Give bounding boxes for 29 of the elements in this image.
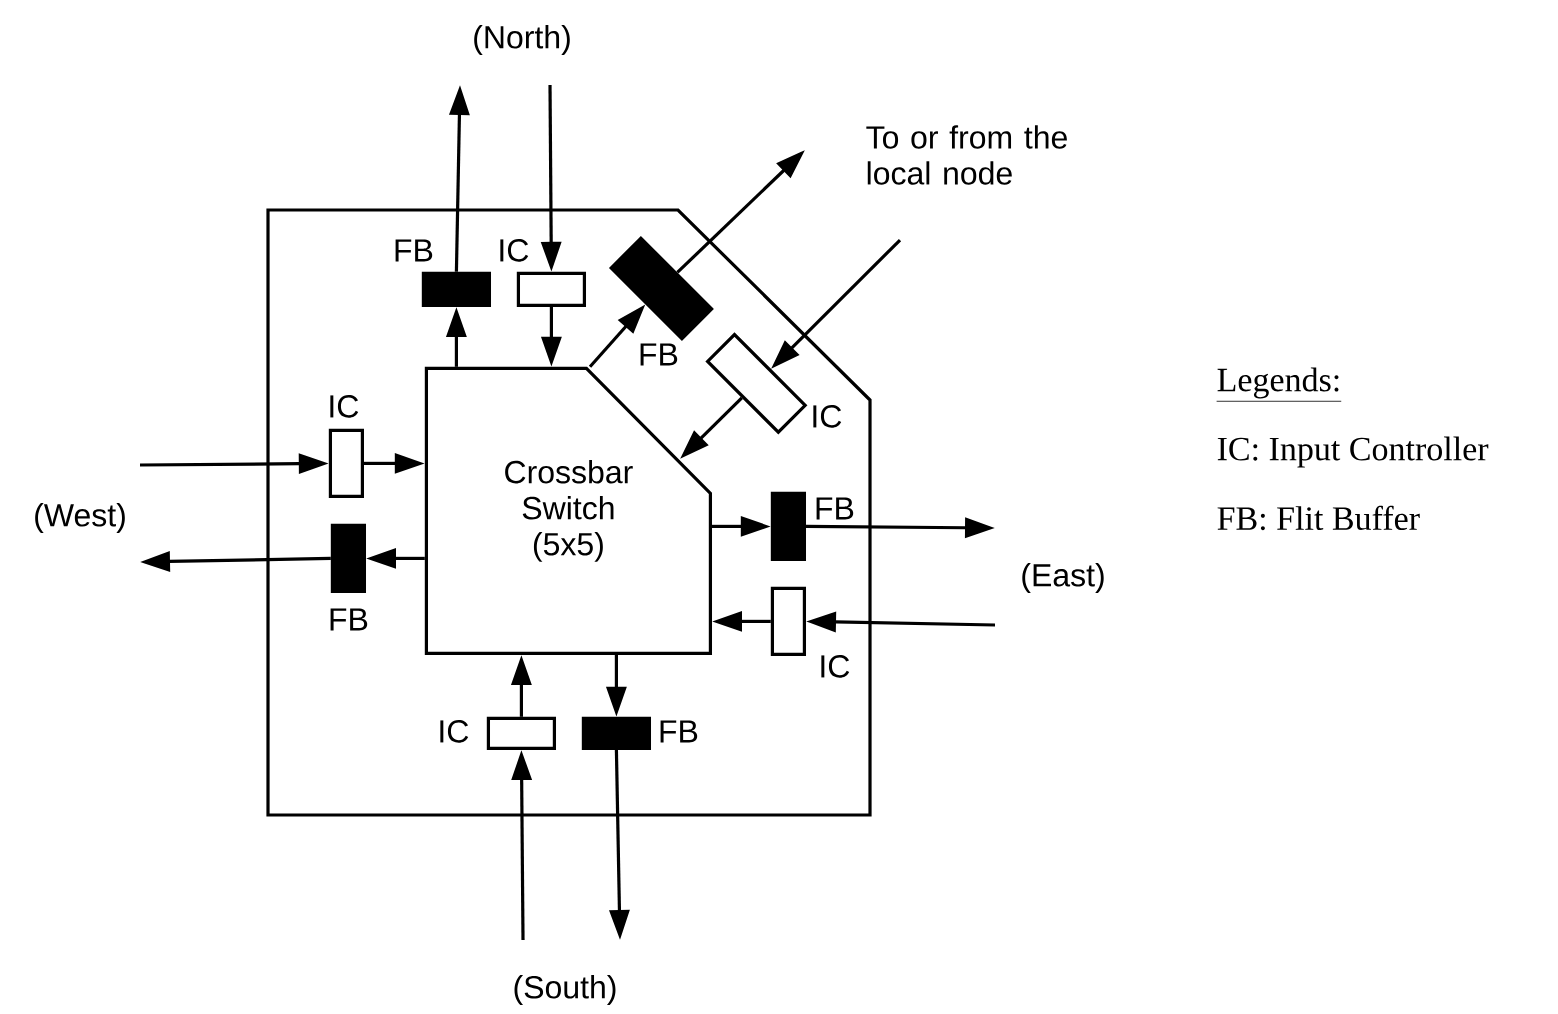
flit-buffer: FB [608, 235, 714, 366]
node-label: FB [640, 343, 678, 366]
port-label: (East) [1022, 563, 1104, 593]
node-label: FB [816, 497, 854, 520]
node-label: IC [440, 720, 469, 743]
port-label: (South) [514, 975, 616, 1005]
crossbar-switch-box: Crossbar Switch (5x5) [424, 366, 712, 655]
legend-entry: IC: Input Controller [1217, 436, 1489, 468]
port-label: (West) [35, 503, 125, 533]
router-outline [266, 208, 872, 817]
node-label: IC [813, 405, 842, 428]
port-label: To or from the local node [866, 125, 1067, 185]
flit-buffer: FB [330, 523, 368, 631]
input-controller: IC [440, 716, 556, 750]
node-label: IC [821, 655, 850, 678]
input-controller: IC [500, 239, 586, 307]
input-controller: IC [328, 395, 364, 498]
flit-buffer: FB [770, 491, 854, 561]
input-controller: IC [770, 586, 850, 678]
flit-buffer: FB [395, 239, 491, 307]
node-label: FB [330, 608, 368, 631]
node-label: FB [395, 239, 433, 262]
flit-buffer: FB [581, 716, 698, 750]
node-label: FB [660, 720, 698, 743]
legend-heading: Legends: [1216, 367, 1342, 402]
legend-entry: FB: Flit Buffer [1217, 505, 1420, 531]
node-label: IC [500, 239, 529, 262]
node-label: IC [330, 395, 359, 418]
port-label: (North) [474, 25, 570, 55]
